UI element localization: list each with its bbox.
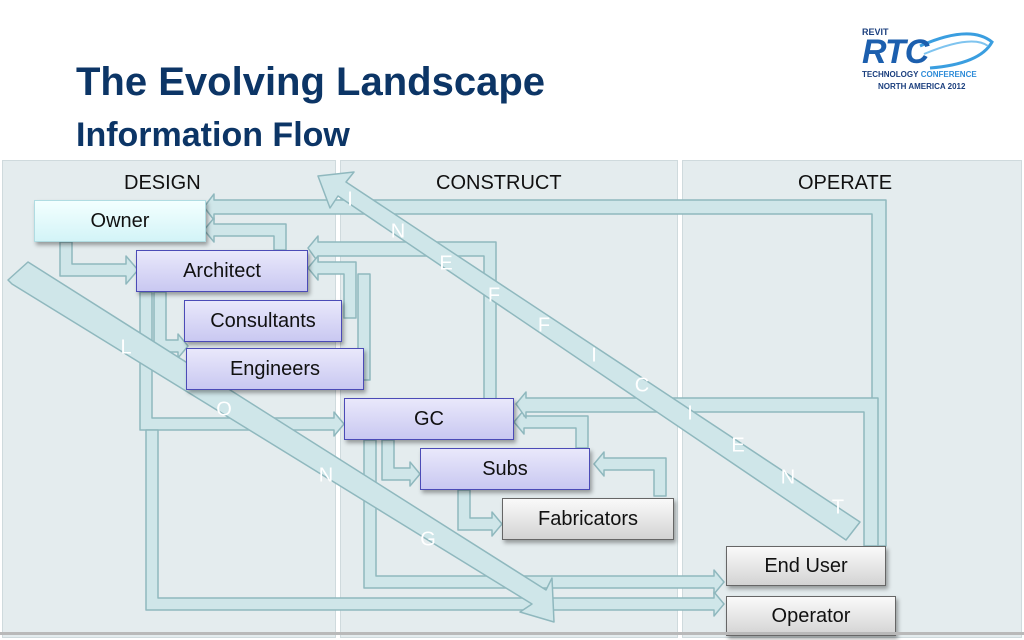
phase-construct-label: CONSTRUCT xyxy=(436,172,562,194)
owner-to-architect-arrow xyxy=(59,241,139,285)
subs-box: Subs xyxy=(420,448,590,490)
consultants-box: Consultants xyxy=(184,300,342,342)
inefficient-letter-10: N xyxy=(781,466,795,488)
subs-to-fabricators-arrow xyxy=(457,489,503,537)
inefficient-letter-11: T xyxy=(832,496,844,518)
logo-line-region: NORTH AMERICA 2012 xyxy=(878,82,966,91)
subs-to-gc-arrow xyxy=(513,409,589,449)
fabricators-box: Fabricators xyxy=(502,498,674,540)
inefficient-letter-5: F xyxy=(538,314,550,336)
page-title: The Evolving Landscape xyxy=(76,60,546,104)
gc-box: GC xyxy=(344,398,514,440)
bottom-divider xyxy=(0,632,1024,635)
phase-operate-label: OPERATE xyxy=(798,172,893,194)
gc-to-subs-arrow xyxy=(381,439,421,487)
long-letter-1: L xyxy=(120,336,131,358)
architect-to-operator-arrow xyxy=(145,429,725,617)
inefficient-letter-8: I xyxy=(687,402,693,424)
page-subtitle: Information Flow xyxy=(76,116,350,154)
enduser-to-owner-arrow xyxy=(203,193,887,547)
inefficient-letter-2: N xyxy=(391,220,405,242)
logo-line-conference: TECHNOLOGY CONFERENCE xyxy=(862,70,977,79)
architect-to-owner-arrow xyxy=(203,217,287,251)
consultants-to-architect-arrow xyxy=(307,255,357,319)
long-letter-2: O xyxy=(216,398,232,420)
gc-to-architect-arrow xyxy=(307,235,497,401)
inefficient-letter-7: C xyxy=(635,374,649,396)
end-user-box: End User xyxy=(726,546,886,586)
engineers-box: Engineers xyxy=(186,348,364,390)
inefficient-letter-3: E xyxy=(439,252,452,274)
long-letter-3: N xyxy=(319,464,333,486)
operator-box: Operator xyxy=(726,596,896,636)
phase-design-label: DESIGN xyxy=(124,172,201,194)
logo-word-technology: TECHNOLOGY xyxy=(862,70,919,79)
inefficient-letter-9: E xyxy=(731,434,744,456)
long-letter-4: G xyxy=(420,528,436,550)
logo-word-conference: CONFERENCE xyxy=(920,70,977,79)
inefficient-letter-1: I xyxy=(347,188,353,210)
logo-line-revit: REVIT xyxy=(862,27,889,37)
fabricators-to-subs-arrow xyxy=(593,451,667,497)
inefficient-letter-6: I xyxy=(591,344,597,366)
architect-box: Architect xyxy=(136,250,308,292)
inefficient-band-arrow xyxy=(317,171,861,541)
logo-line-rtc: RTC xyxy=(862,33,929,71)
logo-swoosh-icon xyxy=(919,32,994,70)
owner-box: Owner xyxy=(34,200,206,242)
rtc-logo: REVIT RTC TECHNOLOGY CONFERENCE NORTH AM… xyxy=(860,24,1000,96)
inefficient-letter-4: F xyxy=(488,284,500,306)
